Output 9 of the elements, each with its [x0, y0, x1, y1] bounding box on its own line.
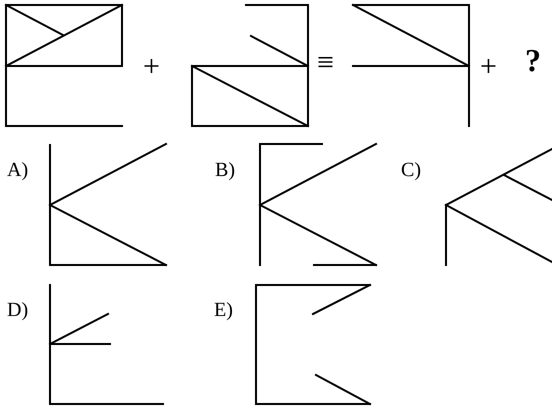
option-label: C) — [401, 160, 421, 180]
equivalence-sign: ≡ — [317, 48, 334, 78]
option-label: A) — [7, 160, 28, 180]
option-label: D) — [7, 300, 28, 320]
plus-sign: + — [143, 52, 160, 82]
option-label: B) — [215, 160, 235, 180]
plus-sign: + — [480, 52, 497, 82]
option-label: E) — [214, 300, 233, 320]
question-mark: ? — [525, 44, 541, 76]
